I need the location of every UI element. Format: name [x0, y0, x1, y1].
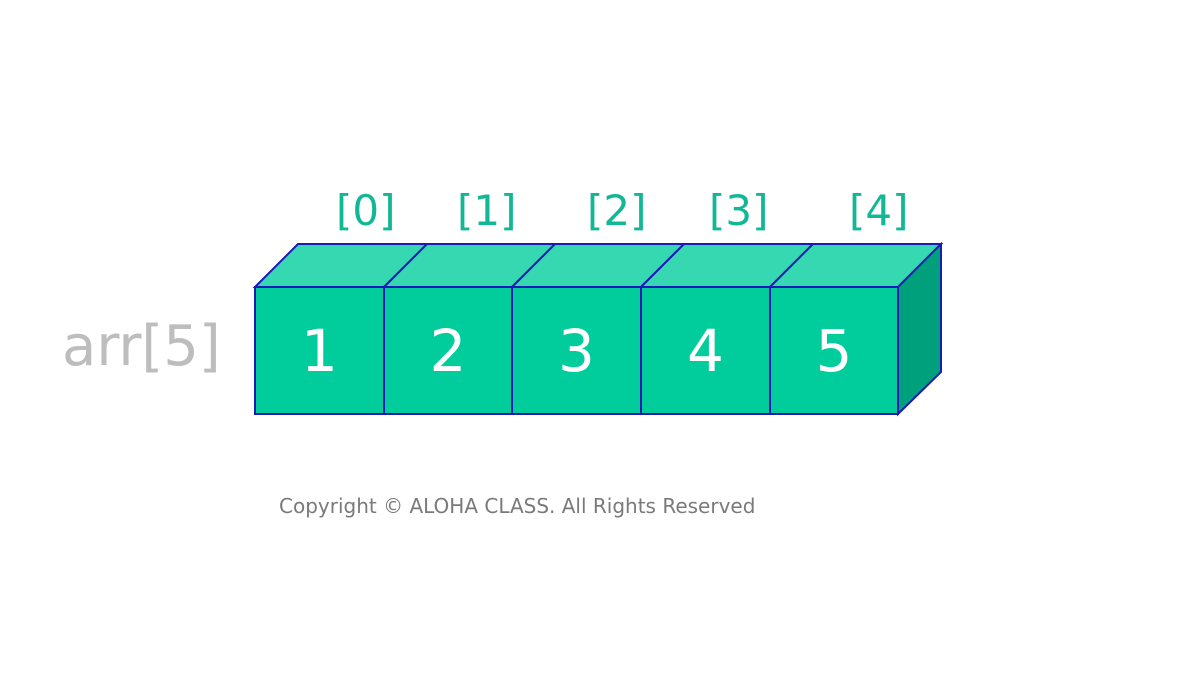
index-label-4: [4] [849, 186, 909, 235]
cell-value-0: 1 [301, 317, 338, 385]
array-cells: 1 2 3 4 5 [252, 241, 944, 417]
index-labels: [0] [1] [2] [3] [4] [336, 186, 909, 235]
copyright-text: Copyright © ALOHA CLASS. All Rights Rese… [279, 494, 755, 518]
index-label-2: [2] [587, 186, 647, 235]
cell-value-2: 3 [558, 317, 595, 385]
cell-front-face [254, 286, 385, 415]
array-label: arr[5] [62, 314, 221, 379]
array-cell-3: 4 [638, 243, 816, 415]
index-label-1: [1] [457, 186, 517, 235]
cell-front-face [769, 286, 899, 415]
cell-front-face [511, 286, 642, 415]
cell-value-1: 2 [430, 317, 467, 385]
cell-front-face [383, 286, 513, 415]
index-label-3: [3] [709, 186, 769, 235]
cell-value-4: 5 [816, 317, 853, 385]
cell-front-face [640, 286, 771, 415]
array-cell-0: 1 [252, 243, 430, 415]
array-cell-2: 3 [509, 243, 687, 415]
cell-value-3: 4 [687, 317, 724, 385]
array-cell-1: 2 [381, 243, 558, 415]
index-label-0: [0] [336, 186, 396, 235]
array-cell-4: 5 [767, 241, 944, 417]
